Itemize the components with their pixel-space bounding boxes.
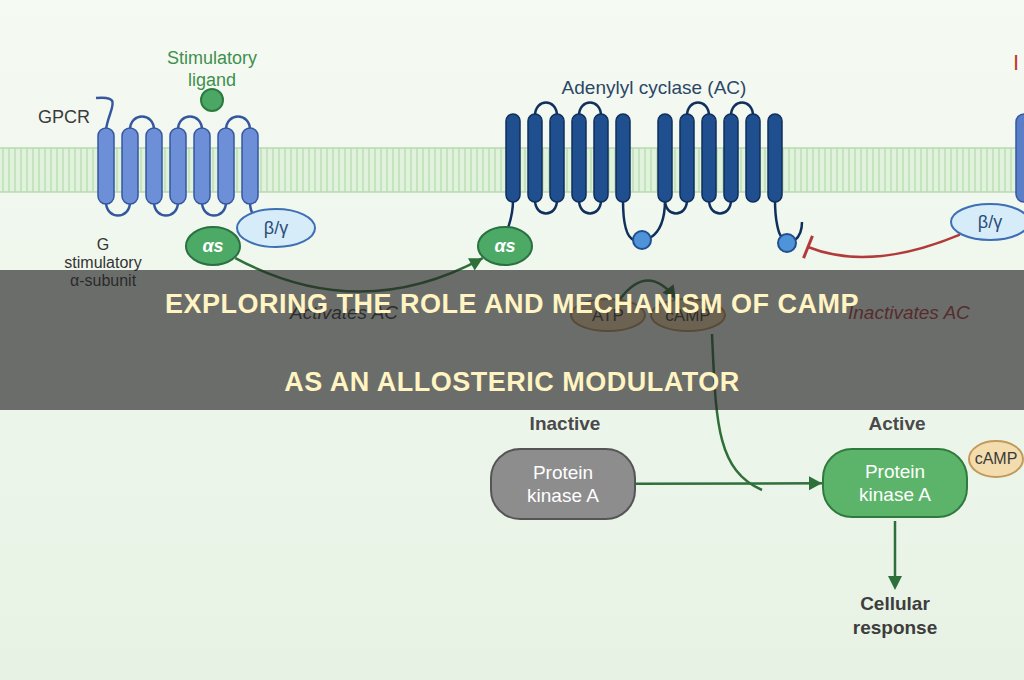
- receptor-helix: [170, 128, 186, 204]
- node-heading: Stimulatory ligand: [142, 47, 282, 91]
- g-beta-gamma: β/γ: [950, 203, 1024, 241]
- receptor-helix: [242, 128, 258, 204]
- node-ellipse: [201, 89, 223, 111]
- node-heading: GPCR: [34, 106, 90, 128]
- response-arrow-head: [888, 576, 902, 590]
- connector: [636, 482, 822, 485]
- node-heading: Active: [824, 412, 970, 435]
- cyclase-linker: [623, 200, 634, 240]
- inhibitory-receptor-helix: [1016, 114, 1024, 202]
- cyclase-helix: [528, 114, 542, 202]
- node-text: Protein kinase A: [842, 460, 948, 506]
- cyclase-linker: [650, 200, 665, 238]
- cut-off-label: I: [1013, 50, 1024, 76]
- camp-bound: cAMP: [968, 440, 1024, 478]
- cyclase-tail: [508, 200, 513, 228]
- inhibition-bar: [804, 236, 813, 258]
- g-beta-gamma: β/γ: [236, 208, 316, 248]
- receptor-helix: [98, 128, 114, 204]
- node-text: αs: [494, 235, 515, 257]
- adenylyl-cyclase: Adenylyl cyclase (AC): [500, 108, 808, 262]
- cyclase-helix: [572, 114, 586, 202]
- cyclase-helix: [680, 114, 694, 202]
- node-text: cAMP: [975, 449, 1018, 469]
- receptor-loop: [130, 117, 154, 131]
- node-heading: Adenylyl cyclase (AC): [500, 76, 808, 99]
- g-alpha-subunit: αs: [477, 226, 533, 266]
- catalytic-domain: [633, 231, 651, 249]
- pka-inactive: InactiveProtein kinase A: [490, 448, 636, 520]
- cyclase-tail: [795, 222, 802, 240]
- receptor-loop: [154, 202, 178, 216]
- receptor-helix: [146, 128, 162, 204]
- connector: [808, 235, 960, 257]
- node-outline: [200, 88, 224, 112]
- receptor-loop: [106, 202, 130, 216]
- node-ellipse: [478, 227, 532, 265]
- receptor-helix: [194, 128, 210, 204]
- node-text: β/γ: [264, 217, 288, 239]
- gpcr-receptor: GPCR: [96, 120, 260, 208]
- receptor-helix: [122, 128, 138, 204]
- cyclase-helix: [594, 114, 608, 202]
- cyclase-helix: [658, 114, 672, 202]
- cyclase-helix: [506, 114, 520, 202]
- node-text: β/γ: [978, 211, 1002, 233]
- node-ellipse: [969, 441, 1023, 477]
- catalytic-domain: [778, 234, 796, 252]
- node-text: Protein kinase A: [510, 461, 616, 507]
- cyclase-helix: [702, 114, 716, 202]
- cyclase-tail: [775, 200, 781, 236]
- cyclase-helix: [550, 114, 564, 202]
- receptor-loop: [226, 117, 250, 131]
- receptor-loop: [202, 202, 226, 216]
- cyclase-helix: [724, 114, 738, 202]
- response-arrow: [894, 521, 897, 578]
- ligand-circle: Stimulatory ligand: [200, 88, 224, 112]
- cyclase-helix: [746, 114, 760, 202]
- g-alpha-subunit: αs: [185, 226, 241, 266]
- node-heading: Inactive: [492, 412, 638, 435]
- arrow-head: [809, 476, 822, 490]
- node-ellipse: [237, 209, 315, 247]
- cyclase-helix: [768, 114, 782, 202]
- receptor-loop: [178, 117, 202, 131]
- node-ellipse: [951, 204, 1024, 240]
- n-terminus: [96, 98, 113, 130]
- response-label: Cellular response: [830, 592, 960, 640]
- arrow-head: [468, 258, 483, 270]
- pka-active: ActiveProtein kinase A: [822, 448, 968, 518]
- node-text: αs: [202, 235, 223, 257]
- node-ellipse: [186, 227, 240, 265]
- receptor-helix: [218, 128, 234, 204]
- page-title: EXPLORING THE ROLE AND MECHANISM OF CAMP…: [159, 265, 865, 421]
- cyclase-helix: [616, 114, 630, 202]
